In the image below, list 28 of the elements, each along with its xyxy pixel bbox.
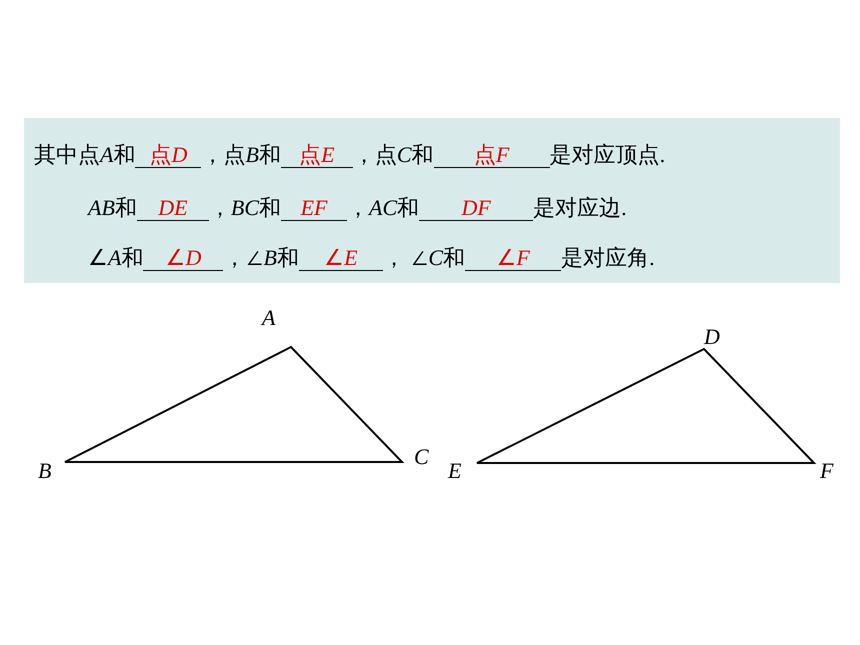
question-text: ，点B和 — [201, 142, 281, 167]
answer-text: DE — [136, 196, 209, 221]
answer-text: 点D — [135, 143, 202, 168]
question-text: 是对应边. — [533, 195, 627, 220]
question-text: ， ∠C和 — [382, 245, 466, 270]
question-text: 是对应顶点. — [550, 142, 666, 167]
vertex-label: E — [448, 458, 462, 484]
answer-text: 点F — [434, 143, 550, 168]
vertex-label: A — [262, 305, 276, 331]
answer-text: ∠F — [465, 246, 562, 271]
question-text: ∠A和 — [88, 245, 144, 270]
question-text: AB和 — [88, 195, 137, 220]
question-text: ，∠B和 — [223, 245, 299, 270]
vertex-label: C — [414, 444, 429, 470]
question-text: 是对应角. — [561, 245, 655, 270]
answer-text: 点E — [280, 143, 353, 168]
vertex-label: B — [38, 458, 52, 484]
question-text: ，BC和 — [208, 195, 282, 220]
question-text: ，AC和 — [347, 195, 420, 220]
answer-text: EF — [281, 196, 348, 221]
question-text: ，点C和 — [352, 142, 434, 167]
answer-text: ∠D — [143, 246, 224, 271]
vertex-label: D — [704, 324, 720, 350]
answer-text: DF — [419, 196, 534, 221]
question-text: 其中点A和 — [34, 142, 136, 167]
text-panel — [24, 118, 840, 283]
vertex-label: F — [820, 458, 834, 484]
answer-text: ∠E — [298, 246, 383, 271]
